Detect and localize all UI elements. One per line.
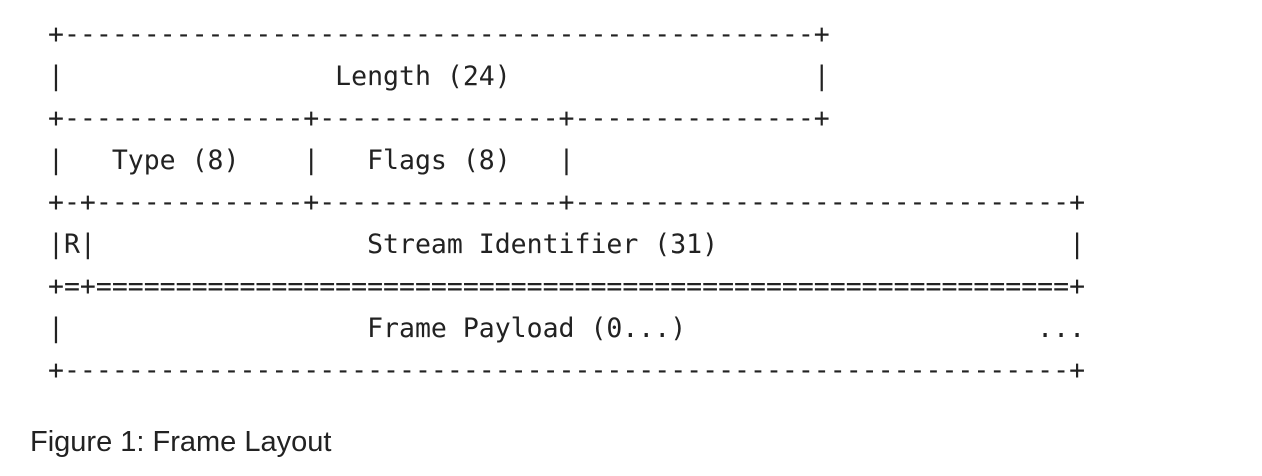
diagram-line: +=+=====================================…: [48, 271, 1086, 302]
frame-layout-diagram: +---------------------------------------…: [48, 14, 1085, 392]
diagram-line: | Frame Payload (0...) ...: [48, 313, 1086, 344]
diagram-line: +---------------------------------------…: [48, 19, 830, 50]
diagram-line: +-+-------------+---------------+-------…: [48, 187, 1086, 218]
figure-caption: Figure 1: Frame Layout: [30, 426, 332, 458]
diagram-line: +---------------+---------------+-------…: [48, 103, 830, 134]
diagram-line: +---------------------------------------…: [48, 355, 1086, 386]
diagram-line: | Length (24) |: [48, 61, 830, 92]
diagram-line: |R| Stream Identifier (31) |: [48, 229, 1086, 260]
diagram-line: | Type (8) | Flags (8) |: [48, 145, 575, 176]
